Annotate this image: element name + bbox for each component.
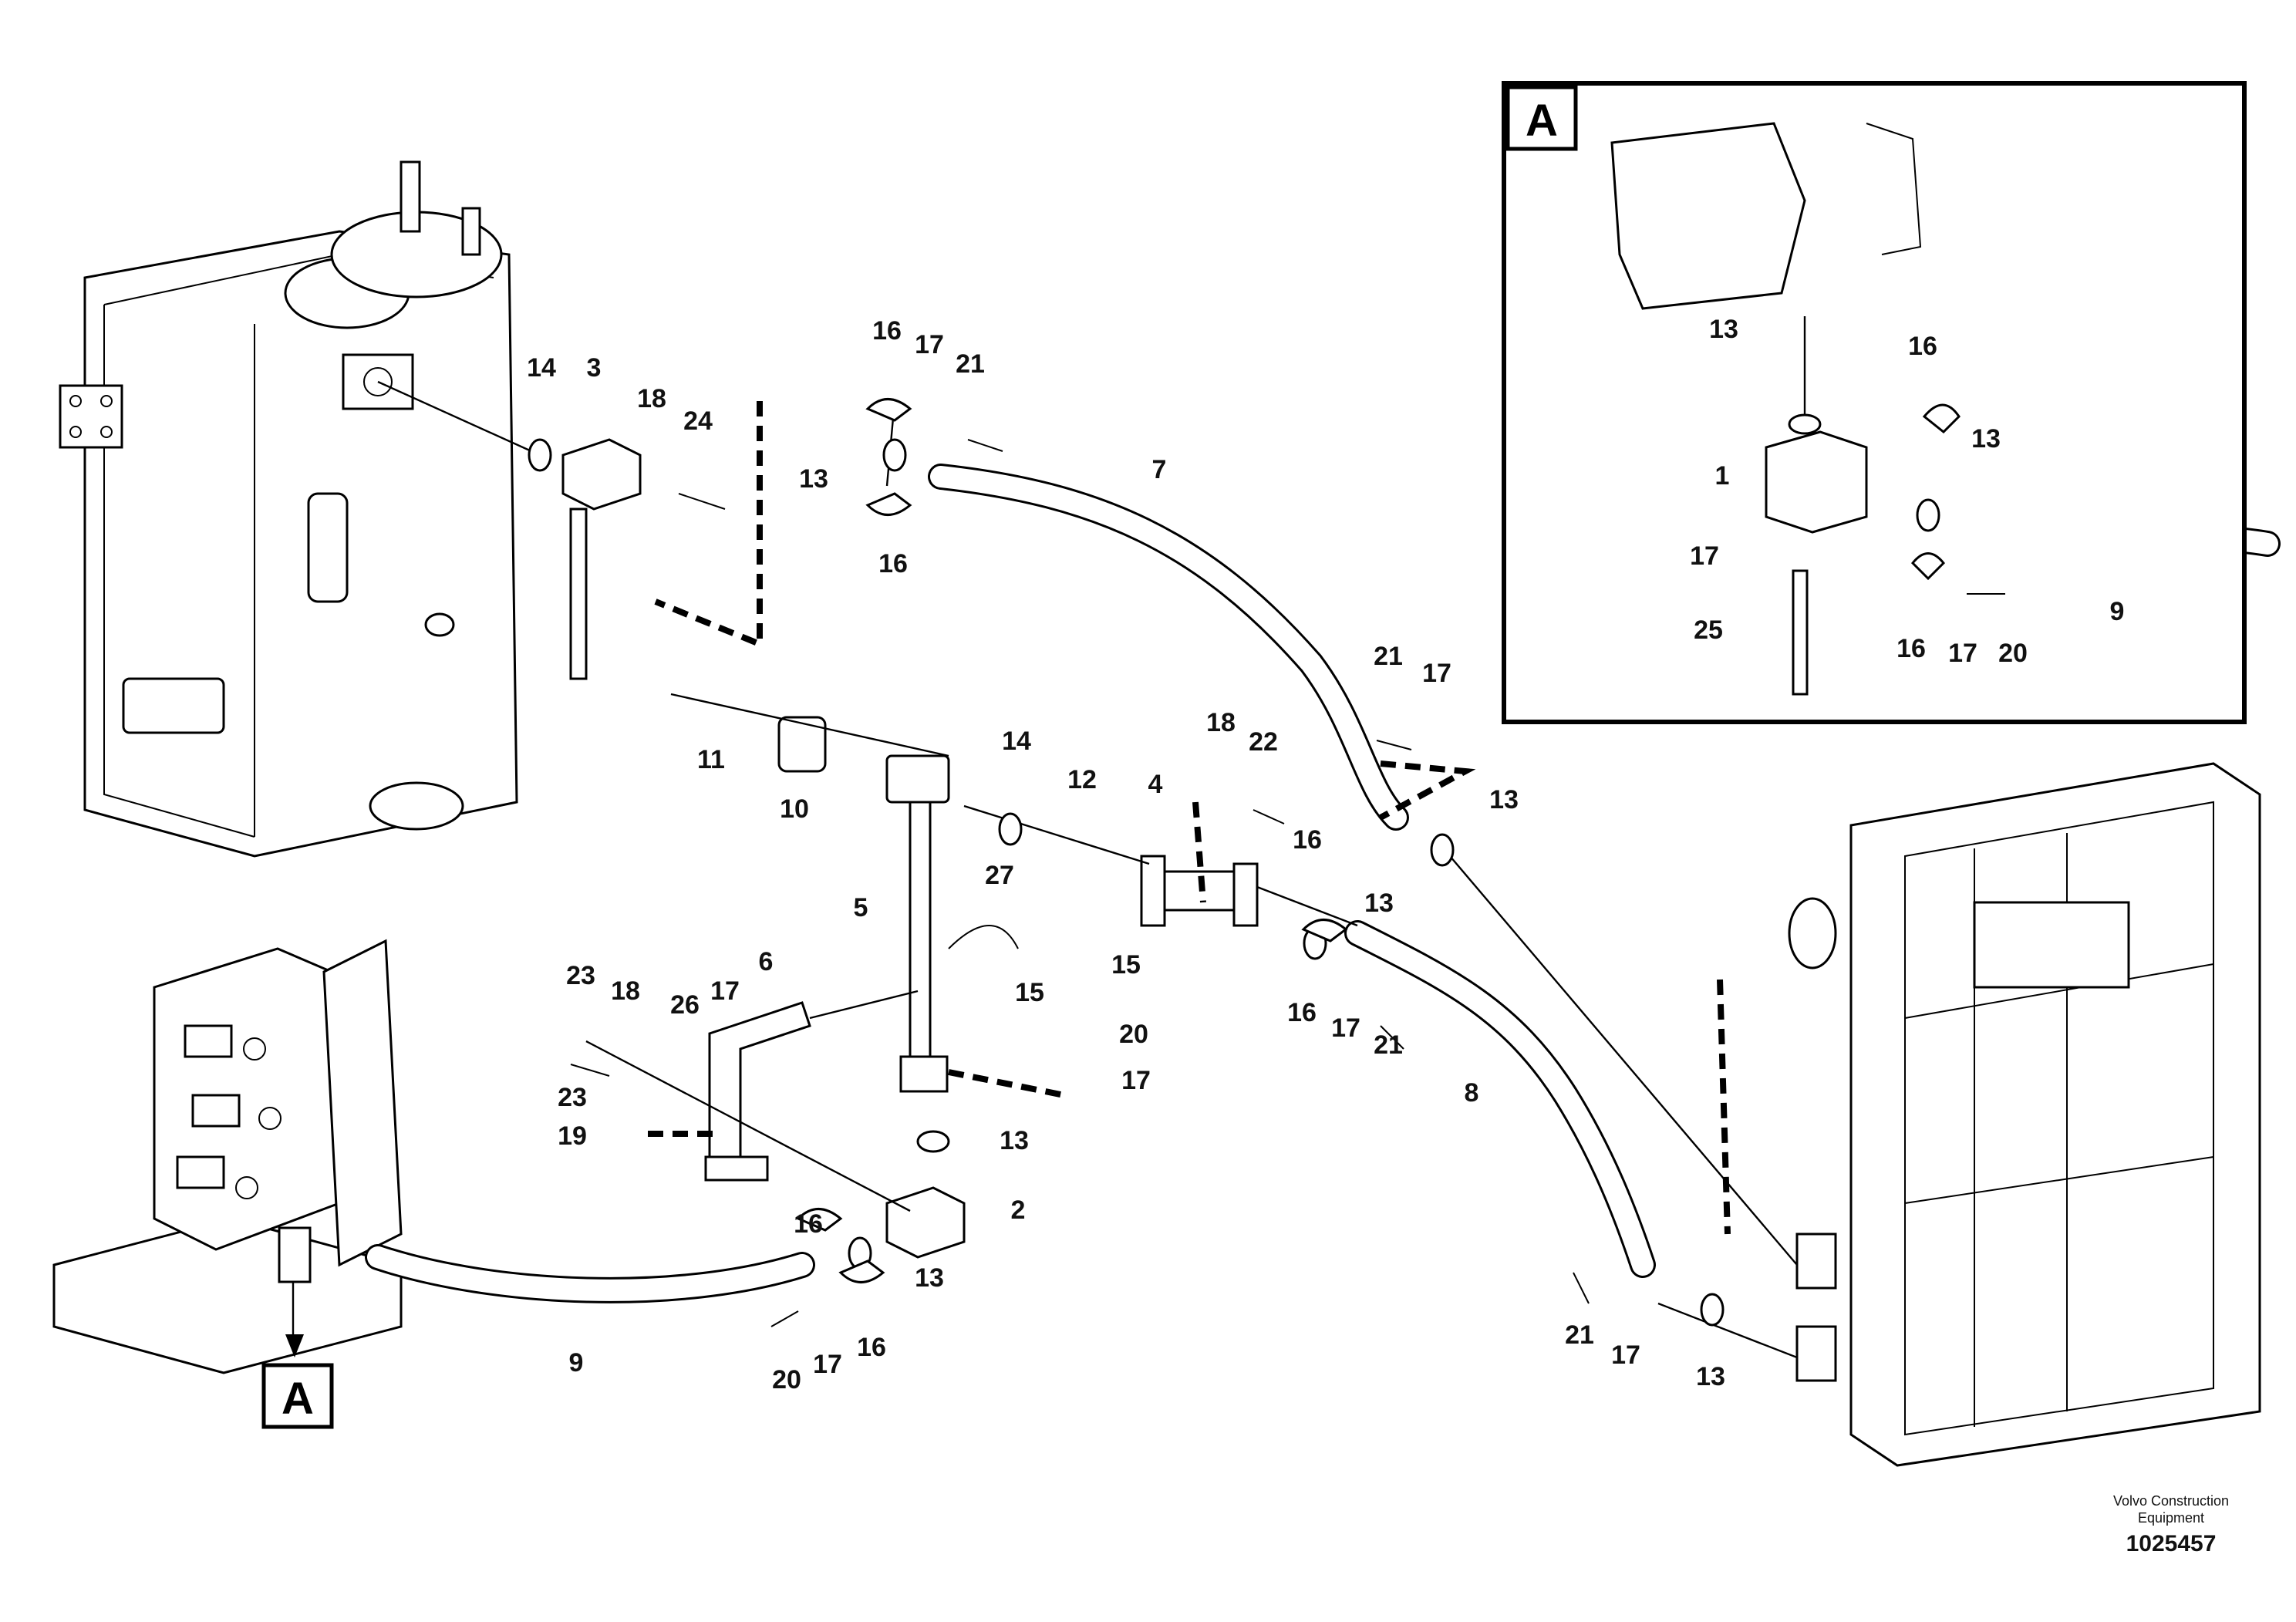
callout-label: 17 xyxy=(1422,659,1451,688)
callout-label: 1 xyxy=(1715,461,1730,491)
connector-block-3 xyxy=(561,438,642,680)
callout-label: 13 xyxy=(1000,1126,1029,1155)
pipe-5 xyxy=(885,754,950,1093)
callout-label: 17 xyxy=(710,976,740,1006)
hydraulic-tank xyxy=(59,160,518,858)
callout-label: 10 xyxy=(780,794,809,824)
callout-label: 16 xyxy=(872,316,902,346)
callout-label: 3 xyxy=(587,353,602,383)
callout-label: 17 xyxy=(1690,541,1719,571)
brand-line-1: Volvo Construction xyxy=(2112,1493,2230,1509)
dashed-connector xyxy=(948,1069,1065,1098)
callout-label: 4 xyxy=(1148,770,1163,799)
alignment-line xyxy=(1657,1302,1798,1359)
callout-label: 20 xyxy=(772,1365,801,1394)
flange-half xyxy=(796,398,1348,1283)
callout-label: 17 xyxy=(1611,1340,1640,1370)
detail-box-letter: A xyxy=(1526,96,1558,146)
bracket-6 xyxy=(704,1001,811,1182)
callout-label: 16 xyxy=(1908,332,1937,361)
callout-label: 5 xyxy=(854,893,868,922)
callout-label: 17 xyxy=(813,1350,842,1379)
dashed-connector xyxy=(1192,801,1206,903)
connector-block-2 xyxy=(885,1186,966,1259)
dashed-connector xyxy=(1379,760,1476,821)
callout-label: 23 xyxy=(566,961,595,990)
callout-label: 20 xyxy=(1998,639,2028,668)
hose-9 xyxy=(365,1244,815,1303)
alignment-line xyxy=(1256,885,1358,927)
callout-label: 17 xyxy=(1331,1013,1360,1043)
callout-label: 14 xyxy=(1002,727,1031,756)
dashed-connector xyxy=(1717,979,1731,1235)
fitting-10 xyxy=(777,716,827,773)
alignment-line xyxy=(670,693,949,757)
callout-label: 18 xyxy=(611,976,640,1006)
callout-label: 16 xyxy=(1293,825,1322,855)
callout-label: 13 xyxy=(1489,785,1519,814)
callout-label: 13 xyxy=(1364,889,1394,918)
alignment-line xyxy=(963,804,1150,865)
callout-label: 16 xyxy=(794,1209,823,1239)
callout-label: 17 xyxy=(915,330,944,359)
callout-label: 17 xyxy=(1948,639,1977,668)
detail-view-a: A xyxy=(1502,81,2247,724)
callout-label: 21 xyxy=(1374,1030,1403,1060)
callout-label: 27 xyxy=(985,861,1014,890)
alignment-line xyxy=(377,380,541,457)
callout-label: 16 xyxy=(878,549,908,578)
figure-number: 1025457 xyxy=(2126,1531,2217,1556)
callout-label: 21 xyxy=(1565,1320,1594,1350)
callout-label: 13 xyxy=(1709,315,1738,344)
alignment-line xyxy=(1449,855,1798,1266)
callout-label: 13 xyxy=(915,1263,944,1293)
callout-label: 13 xyxy=(1696,1362,1725,1391)
callout-label: 14 xyxy=(527,353,556,383)
control-valve-assembly xyxy=(52,939,403,1374)
callout-label: 7 xyxy=(1152,455,1167,484)
clip-27 xyxy=(948,925,1019,949)
callout-label: 22 xyxy=(1249,727,1278,757)
callout-label: 15 xyxy=(1015,978,1044,1007)
callout-label: 17 xyxy=(1121,1066,1151,1095)
pipe-4 xyxy=(1140,855,1259,927)
callout-label: 12 xyxy=(1067,765,1097,794)
callout-label: 18 xyxy=(637,384,666,413)
callout-label: 13 xyxy=(1971,424,2001,454)
alignment-line xyxy=(585,1040,911,1212)
callout-label: 19 xyxy=(558,1121,587,1151)
section-marker-a: A xyxy=(261,1334,334,1429)
callout-label: 26 xyxy=(670,990,700,1020)
callout-label: 9 xyxy=(2110,597,2125,626)
alignment-line xyxy=(809,990,919,1020)
callout-label: 16 xyxy=(1287,998,1317,1027)
callout-label: 15 xyxy=(1111,950,1141,980)
callout-label: 13 xyxy=(799,464,828,494)
hose-8 xyxy=(1344,920,1656,1278)
callout-label: 8 xyxy=(1465,1078,1479,1108)
bolt xyxy=(570,439,1590,1327)
callout-label: 9 xyxy=(569,1348,584,1378)
callout-label: 21 xyxy=(1374,642,1403,671)
callout-label: 23 xyxy=(558,1083,587,1112)
callout-label: 6 xyxy=(759,947,774,976)
callout-label: 20 xyxy=(1119,1020,1148,1049)
callout-label: 11 xyxy=(697,745,725,774)
section-marker-letter: A xyxy=(282,1374,314,1424)
brand-line-2: Equipment xyxy=(2137,1510,2205,1526)
dashed-connector xyxy=(654,401,763,649)
footer: Volvo Construction Equipment 1025457 xyxy=(2082,1492,2260,1557)
callout-label: 24 xyxy=(683,406,713,436)
callout-label: 2 xyxy=(1011,1195,1026,1225)
hose-7 xyxy=(928,464,1409,831)
callout-label: 16 xyxy=(857,1333,886,1362)
oil-cooler-radiator xyxy=(1788,762,2261,1467)
callout-label: 16 xyxy=(1896,634,1926,663)
callout-label: 18 xyxy=(1206,708,1236,737)
callout-label: 25 xyxy=(1694,615,1723,645)
callout-label: 21 xyxy=(956,349,985,379)
